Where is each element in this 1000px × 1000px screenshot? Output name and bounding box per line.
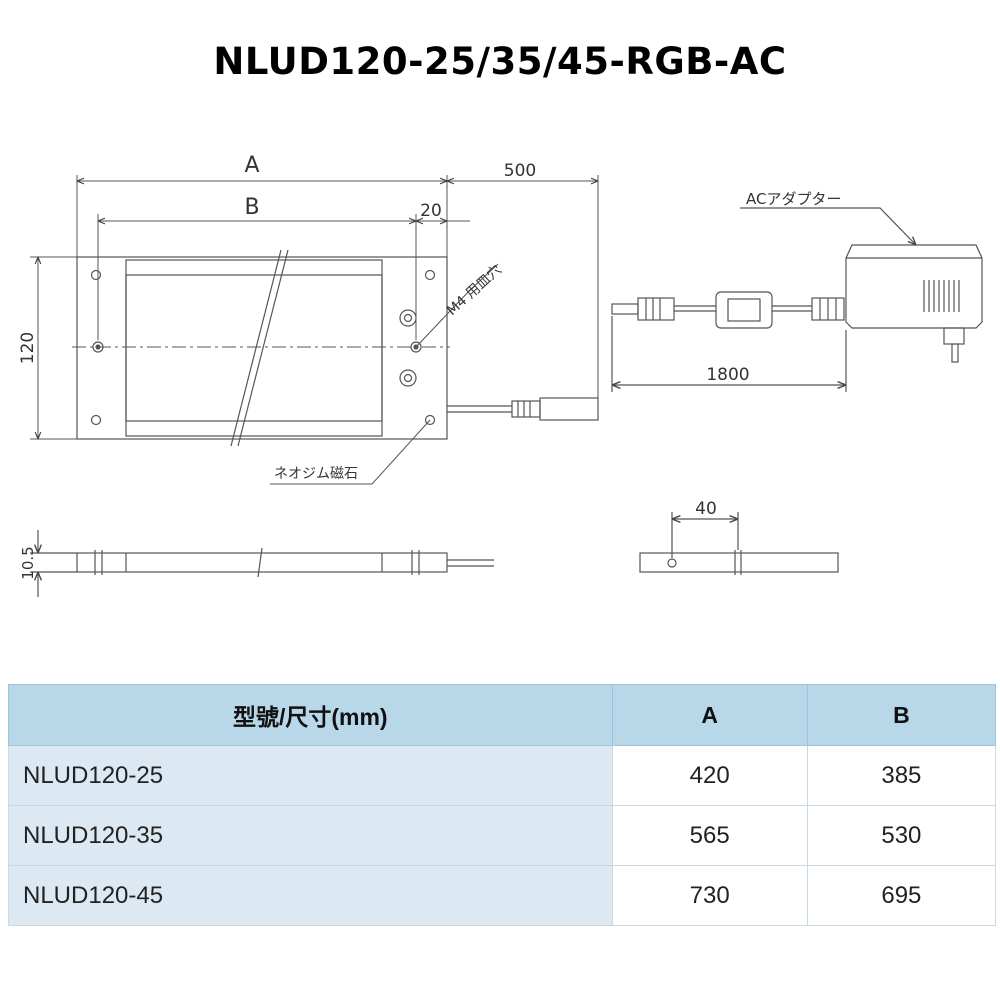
m4-leader <box>415 263 499 348</box>
dim-10-5-label: 10.5 <box>19 546 37 579</box>
plug-prong <box>943 327 965 345</box>
ac-adapter-assembly <box>611 207 983 392</box>
cell-a: 730 <box>611 865 808 926</box>
top-view <box>72 249 599 447</box>
dim-20-label: 20 <box>420 201 442 221</box>
m4-label: M4 用皿穴 <box>444 262 505 319</box>
magnet-hole <box>424 414 436 426</box>
dim-40-label: 40 <box>695 499 717 519</box>
side-view <box>30 530 494 597</box>
header-b: B <box>806 684 997 746</box>
adapter-vents <box>923 280 960 312</box>
ac-adapter-label: ACアダプター <box>746 190 841 208</box>
connector-circle <box>399 369 417 387</box>
cell-a: 420 <box>611 745 808 806</box>
page-title: NLUD120-25/35/45-RGB-AC <box>213 40 787 83</box>
emitting-area-inner <box>125 274 383 422</box>
dim-a-label: A <box>244 153 259 178</box>
magnet-leader <box>270 419 431 485</box>
dimension-lines <box>30 175 599 485</box>
side-profile <box>76 552 448 573</box>
cell-b: 530 <box>806 805 997 866</box>
dim-1800-label: 1800 <box>706 365 749 385</box>
end-view <box>639 512 839 575</box>
end-profile <box>639 552 839 573</box>
dc-plug-tip <box>611 303 639 315</box>
magnet-label: ネオジム磁石 <box>274 466 358 482</box>
cell-model: NLUD120-35 <box>8 805 613 866</box>
adapter-body <box>845 244 983 329</box>
dim-120-label: 120 <box>18 332 38 364</box>
table-header-row: 型號/尺寸(mm) A B <box>8 684 997 746</box>
table-row: NLUD120-45 730 695 <box>8 865 997 926</box>
header-model: 型號/尺寸(mm) <box>8 684 613 746</box>
connector-circle <box>399 309 417 327</box>
cell-model: NLUD120-25 <box>8 745 613 806</box>
m4-hole <box>92 341 104 353</box>
ferrite-core <box>715 291 773 329</box>
technical-drawing: A 500 B 20 120 M4 用皿穴 ネオジム磁石 <box>18 153 983 597</box>
emitting-area <box>125 259 383 437</box>
dim-b-label: B <box>244 195 259 220</box>
magnet-hole <box>90 269 102 281</box>
table-row: NLUD120-25 420 385 <box>8 745 997 806</box>
cable-connector <box>511 400 541 418</box>
header-a: A <box>611 684 808 746</box>
dim-500-label: 500 <box>504 161 536 181</box>
magnet-hole <box>424 269 436 281</box>
m4-hole <box>410 341 422 353</box>
cell-b: 385 <box>806 745 997 806</box>
table-row: NLUD120-35 565 530 <box>8 805 997 866</box>
cell-model: NLUD120-45 <box>8 865 613 926</box>
magnet-hole <box>90 414 102 426</box>
light-bar-outline <box>76 256 448 440</box>
spec-table: 型號/尺寸(mm) A B NLUD120-25 420 385 NLUD120… <box>8 684 997 926</box>
cell-a: 565 <box>611 805 808 866</box>
cell-b: 695 <box>806 865 997 926</box>
